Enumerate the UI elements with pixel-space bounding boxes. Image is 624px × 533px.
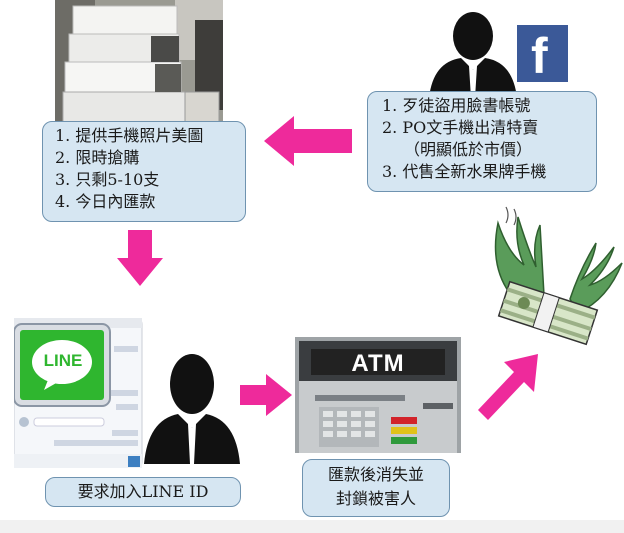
arrow-left-icon: [264, 116, 352, 166]
facebook-post-box: 1. 歹徒盜用臉書帳號 2. PO文手機出清特賣 （明顯低於市價） 3. 代售全…: [367, 91, 597, 192]
sales-pitch-box: 1. 提供手機照片美圖 2. 限時搶購 3. 只剩5-10支 4. 今日內匯款: [42, 121, 246, 222]
arrow-right-icon: [240, 374, 292, 416]
line-phone-screenshot: [14, 318, 143, 468]
pitch-line-2: 2. 限時搶購: [55, 148, 140, 167]
pitch-line-1: 1. 提供手機照片美圖: [55, 126, 204, 145]
line-logo-text: LINE: [43, 351, 83, 370]
scammer-silhouette-icon: [429, 12, 517, 98]
pitch-line-4: 4. 今日內匯款: [55, 192, 156, 211]
atm-machine-icon: [295, 337, 461, 453]
arrow-down-icon: [117, 230, 163, 286]
pitch-line-3: 3. 只剩5-10支: [55, 170, 160, 189]
vanish-line-2: 封鎖被害人: [335, 489, 416, 508]
bottom-strip: [0, 520, 624, 533]
atm-label: ATM: [351, 350, 405, 377]
vanish-line-1: 匯款後消失並: [327, 465, 424, 484]
fb-line-2: 2. PO文手機出清特賣: [382, 118, 539, 137]
add-line-id-caption: 要求加入LINE ID: [77, 482, 209, 501]
fb-line-1: 1. 歹徒盜用臉書帳號: [382, 96, 531, 115]
fb-line-4: 3. 代售全新水果牌手機: [382, 162, 547, 181]
facebook-logo-letter: f: [531, 28, 548, 84]
fb-line-3: （明顯低於市價）: [404, 140, 533, 159]
money-vanish-box: 匯款後消失並 封鎖被害人: [302, 459, 450, 517]
phone-boxes-photo: [55, 0, 223, 134]
victim-silhouette-icon: [144, 354, 240, 464]
arrow-up-right-icon: [478, 354, 538, 420]
add-line-id-box: 要求加入LINE ID: [45, 477, 241, 507]
facebook-logo-icon: f: [517, 25, 568, 82]
flying-money-icon: [494, 206, 623, 346]
